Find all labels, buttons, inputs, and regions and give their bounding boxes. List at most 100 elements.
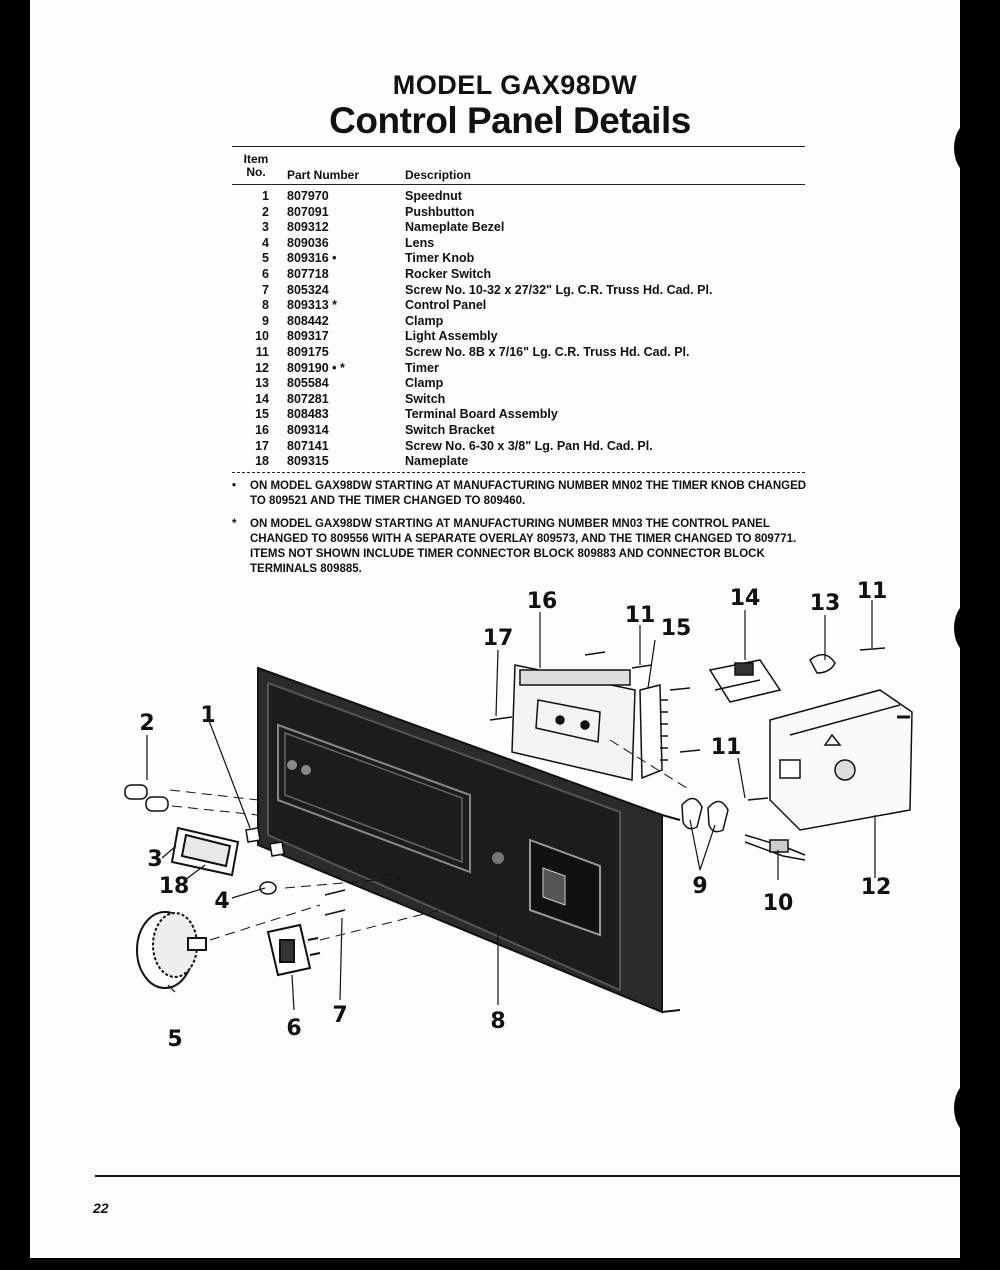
column-header-part-number: Part Number: [287, 168, 360, 182]
part-number: 809316 •: [287, 251, 337, 266]
part-description: Screw No. 8B x 7/16" Lg. C.R. Truss Hd. …: [405, 344, 690, 359]
callout-5: 5: [167, 1027, 182, 1052]
column-header-item-no: Item No.: [238, 153, 274, 179]
part-number: 807091: [287, 204, 329, 219]
part-number: 809314: [287, 422, 329, 437]
part-number: 809315: [287, 454, 329, 469]
column-header-description: Description: [405, 168, 472, 182]
footnote-dot: • ON MODEL GAX98DW STARTING AT MANUFACTU…: [232, 479, 812, 509]
callout-4: 4: [214, 889, 229, 914]
screws-drawing: [324, 647, 886, 916]
part-description: Switch: [405, 391, 446, 406]
model-heading: MODEL GAX98DW: [392, 70, 638, 100]
lens-drawing: [259, 881, 277, 895]
table-row: 2 807091 Pushbutton: [225, 205, 805, 221]
callout-11-right: 11: [857, 580, 888, 604]
item-number: 9: [262, 313, 269, 328]
table-bottom-rule: [232, 472, 805, 473]
item-number: 7: [262, 282, 269, 297]
part-description: Light Assembly: [405, 329, 498, 344]
part-number: 807141: [287, 438, 329, 453]
part-number: 805324: [287, 282, 329, 297]
part-description: Nameplate: [405, 454, 469, 469]
part-number: 809036: [287, 235, 329, 250]
part-number: 809313 *: [287, 298, 338, 313]
item-number: 16: [255, 422, 269, 437]
catalog-page: [30, 0, 960, 1258]
item-number: 8: [262, 298, 269, 313]
switch-bracket-drawing: [511, 664, 636, 781]
item-number: 14: [255, 391, 269, 406]
item-number: 17: [255, 438, 269, 453]
table-row: 7 805324 Screw No. 10-32 x 27/32" Lg. C.R.…: [225, 283, 805, 299]
item-header-line1: Item: [243, 152, 269, 166]
part-description: Timer Knob: [405, 251, 475, 266]
callout-8: 8: [490, 1009, 505, 1034]
exploded-parts-diagram: 2 1 3 18 4 5 6 7 8 9 10 11 11 11 12 13 1…: [124, 580, 913, 1052]
part-number: 809190 • *: [287, 360, 345, 375]
part-number: 807718: [287, 266, 329, 281]
table-top-rule: [232, 146, 805, 147]
item-number: 10: [255, 329, 269, 344]
binder-hole-middle: [954, 600, 994, 656]
item-number: 3: [262, 220, 269, 235]
item-number: 2: [262, 204, 269, 219]
footnote-text: ON MODEL GAX98DW STARTING AT MANUFACTURI…: [250, 518, 797, 575]
part-description: Clamp: [405, 313, 444, 328]
item-number: 4: [262, 235, 269, 250]
speednut-drawing: [245, 827, 285, 857]
part-description: Clamp: [405, 376, 444, 391]
light-assembly-drawing: [744, 834, 806, 861]
table-row: 16 809314 Switch Bracket: [225, 423, 805, 439]
callout-2: 2: [139, 711, 154, 736]
part-number: 805584: [287, 376, 329, 391]
part-description: Screw No. 10-32 x 27/32" Lg. C.R. Truss …: [405, 282, 713, 297]
callout-6: 6: [286, 1016, 301, 1041]
table-row: 11 809175 Screw No. 8B x 7/16" Lg. C.R. Tr…: [225, 345, 805, 361]
part-description: Switch Bracket: [405, 422, 495, 437]
callout-17: 17: [483, 626, 514, 651]
item-number: 12: [255, 360, 269, 375]
part-description: Lens: [405, 235, 435, 250]
part-description: Pushbutton: [405, 204, 475, 219]
part-number: 808442: [287, 313, 329, 328]
assembly-dash-lines: [169, 739, 691, 941]
part-description: Rocker Switch: [405, 266, 492, 281]
callout-9: 9: [692, 874, 707, 899]
callout-16: 16: [527, 589, 558, 614]
timer-drawing: [769, 689, 913, 831]
page-title: Control Panel Details: [329, 100, 691, 141]
footnote-text: ON MODEL GAX98DW STARTING AT MANUFACTURI…: [250, 480, 807, 507]
table-row: 9 808442 Clamp: [225, 314, 805, 330]
callout-10: 10: [763, 891, 794, 916]
binder-hole-top: [954, 120, 994, 176]
part-number: 807281: [287, 391, 329, 406]
callout-15: 15: [661, 616, 692, 641]
footnote-asterisk: * ON MODEL GAX98DW STARTING AT MANUFACTU…: [232, 517, 812, 579]
callout-13: 13: [810, 591, 841, 616]
timer-knob-drawing: [136, 911, 207, 989]
nameplate-bezel-drawing: [170, 826, 240, 877]
rocker-switch-drawing: [266, 923, 321, 977]
table-row: 4 809036 Lens: [225, 236, 805, 252]
footer-rule: [95, 1175, 960, 1177]
item-number: 6: [262, 266, 269, 281]
item-number: 1: [262, 189, 269, 203]
binder-hole-bottom: [954, 1080, 994, 1136]
callout-14: 14: [730, 586, 761, 611]
part-number: 809175: [287, 344, 329, 359]
part-number: 809312: [287, 220, 329, 235]
pushbutton-drawing: [124, 784, 169, 812]
table-row: 6 807718 Rocker Switch: [225, 267, 805, 283]
callout-18: 18: [159, 874, 190, 899]
item-number: 11: [255, 344, 269, 359]
part-number: 807970: [287, 189, 329, 203]
terminal-board-drawing: [639, 684, 668, 780]
callout-1: 1: [200, 703, 215, 728]
